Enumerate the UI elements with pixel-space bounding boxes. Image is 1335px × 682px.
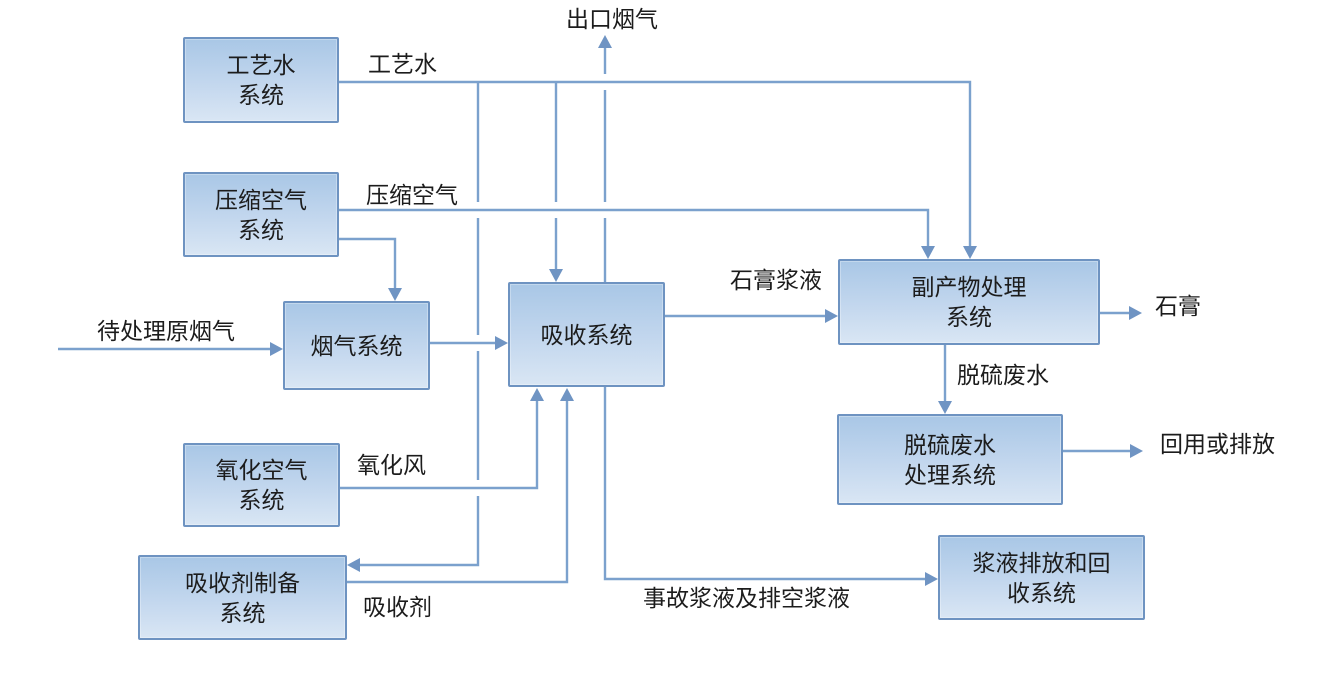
arrowhead-right-icon	[270, 342, 283, 356]
flow-label-raw-flue-gas: 待处理原烟气	[97, 318, 235, 344]
flow-label-reuse-or-discharge: 回用或排放	[1160, 431, 1275, 457]
arrowhead-right-icon	[825, 309, 838, 323]
node-absorption-system: 吸收系统	[508, 282, 665, 387]
edge-reuse-discharge-out	[1063, 444, 1143, 458]
node-label: 烟气系统	[310, 332, 403, 359]
arrowhead-up-icon	[598, 35, 612, 48]
arrowhead-down-icon	[938, 401, 952, 414]
flow-label-oxidation-air: 氧化风	[357, 452, 426, 478]
flow-label-outlet-flue-gas: 出口烟气	[566, 6, 658, 32]
node-oxidation-air-system: 氧化空气 系统	[183, 443, 340, 527]
flow-label-gypsum-slurry: 石膏浆液	[730, 267, 822, 293]
edge-raw-flue-gas-in	[58, 342, 283, 356]
edge-gypsum-out	[1100, 306, 1142, 320]
node-label: 工艺水 系统	[226, 52, 296, 108]
arrowhead-down-icon	[388, 288, 402, 301]
node-compressed-air-system: 压缩空气 系统	[183, 172, 339, 257]
arrowhead-up-icon	[560, 388, 574, 401]
edge-flue-gas-to-absorption	[430, 336, 508, 350]
node-label: 副产物处理 系统	[911, 274, 1027, 330]
arrowhead-right-icon	[1130, 444, 1143, 458]
arrowhead-right-icon	[1129, 306, 1142, 320]
node-wastewater-treatment-system: 脱硫废水 处理系统	[837, 414, 1063, 505]
arrowhead-right-icon	[925, 572, 938, 586]
edge-wastewater-flow	[938, 345, 952, 414]
edge-compressed-air-to-flue-gas	[339, 237, 402, 301]
node-label: 脱硫废水 处理系统	[904, 431, 996, 488]
edge-gypsum-slurry-flow	[665, 309, 838, 323]
edge-compressed-air-main	[339, 208, 935, 259]
flow-label-emergency-slurry: 事故浆液及排空浆液	[643, 585, 850, 611]
node-label: 吸收剂制备 系统	[185, 569, 300, 626]
node-label: 氧化空气 系统	[215, 457, 308, 513]
edge-process-water-to-absorption	[549, 82, 563, 282]
arrowhead-down-icon	[921, 246, 935, 259]
edge-emergency-slurry-flow	[603, 387, 938, 586]
node-absorbent-preparation-system: 吸收剂制备 系统	[138, 555, 347, 640]
arrowhead-right-icon	[495, 336, 508, 350]
node-label: 吸收系统	[540, 321, 633, 348]
flow-label-process-water: 工艺水	[368, 51, 437, 77]
node-process-water-system: 工艺水 系统	[183, 37, 339, 123]
node-label: 压缩空气 系统	[215, 186, 307, 243]
arrowhead-left-icon	[347, 558, 360, 572]
node-slurry-discharge-recovery-system: 浆液排放和回 收系统	[938, 535, 1145, 620]
edge-absorbent-flow	[347, 388, 574, 584]
node-flue-gas-system: 烟气系统	[283, 301, 430, 390]
node-byproduct-treatment-system: 副产物处理 系统	[838, 259, 1100, 345]
arrowhead-down-icon	[963, 246, 977, 259]
node-label: 浆液排放和回 收系统	[972, 549, 1111, 606]
edge-oxidation-air-flow	[340, 388, 544, 490]
edge-process-water-to-absorbent-prep	[347, 82, 480, 572]
arrowhead-up-icon	[530, 388, 544, 401]
edge-outlet-flue-gas-out	[598, 35, 612, 282]
edge-process-water-main	[339, 80, 977, 259]
flow-label-compressed-air: 压缩空气	[366, 182, 458, 208]
flow-label-desulfurization-wastewater: 脱硫废水	[957, 362, 1049, 388]
flow-label-absorbent: 吸收剂	[363, 594, 432, 620]
arrowhead-down-icon	[549, 269, 563, 282]
flow-label-gypsum: 石膏	[1155, 293, 1201, 319]
